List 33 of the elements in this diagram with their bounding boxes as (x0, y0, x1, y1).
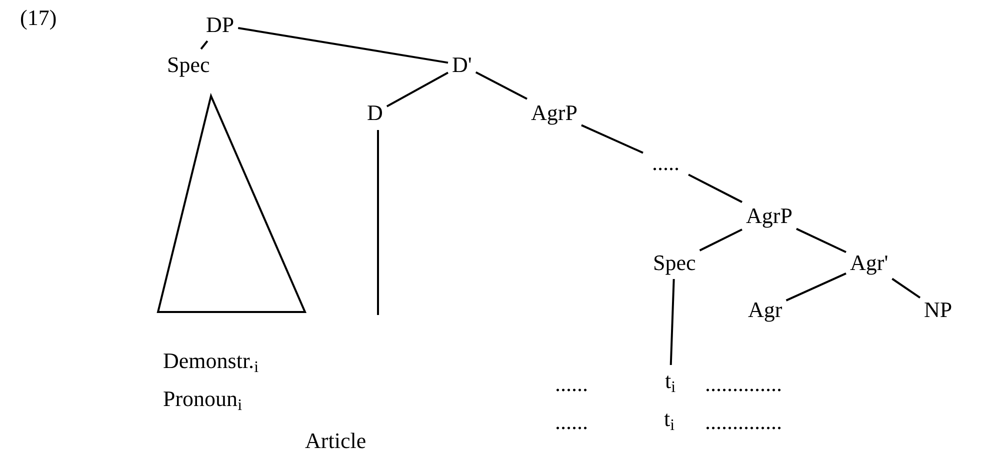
tree-branch-line (670, 278, 675, 366)
tree-branch-line (699, 228, 742, 252)
text-label: (17) (20, 5, 57, 31)
tree-node-label: AgrP (530, 100, 578, 126)
tree-branch-line (796, 228, 846, 254)
text-label: .............. (705, 371, 782, 397)
tree-node-label: Agr (747, 297, 784, 323)
tree-node-label: NP (923, 297, 954, 323)
tree-branch-line (386, 72, 448, 108)
text-label: ...... (555, 371, 588, 397)
tree-branch-line (581, 124, 644, 154)
tree-node-label: DP (205, 12, 236, 38)
tree-node-label: t$_{i}$ (664, 368, 677, 394)
tree-branch-line (200, 40, 208, 50)
text-label: Pronoun$_{i}$ (163, 386, 242, 412)
tree-node-label: D (366, 100, 384, 126)
tree-node-label: Agr' (849, 250, 890, 276)
tree-branch-line (892, 278, 921, 299)
tree-node-label: ..... (651, 150, 680, 176)
tree-node-label: D' (451, 52, 473, 78)
tree-node-label: Spec (652, 250, 697, 276)
tree-node-label: AgrP (745, 203, 794, 229)
tree-branch-line (475, 71, 528, 100)
tree-branch-line (786, 272, 846, 302)
text-label: t$_{i}$ (664, 406, 675, 432)
text-label: Article (305, 428, 366, 454)
tree-branch-line (238, 27, 448, 64)
text-label: Demonstr.$_{i}$ (163, 348, 259, 374)
tree-node-label: Spec (166, 52, 211, 78)
tree-branch-line (377, 130, 379, 315)
text-label: .............. (705, 409, 782, 435)
tree-branch-line (688, 174, 742, 203)
text-label: ...... (555, 409, 588, 435)
